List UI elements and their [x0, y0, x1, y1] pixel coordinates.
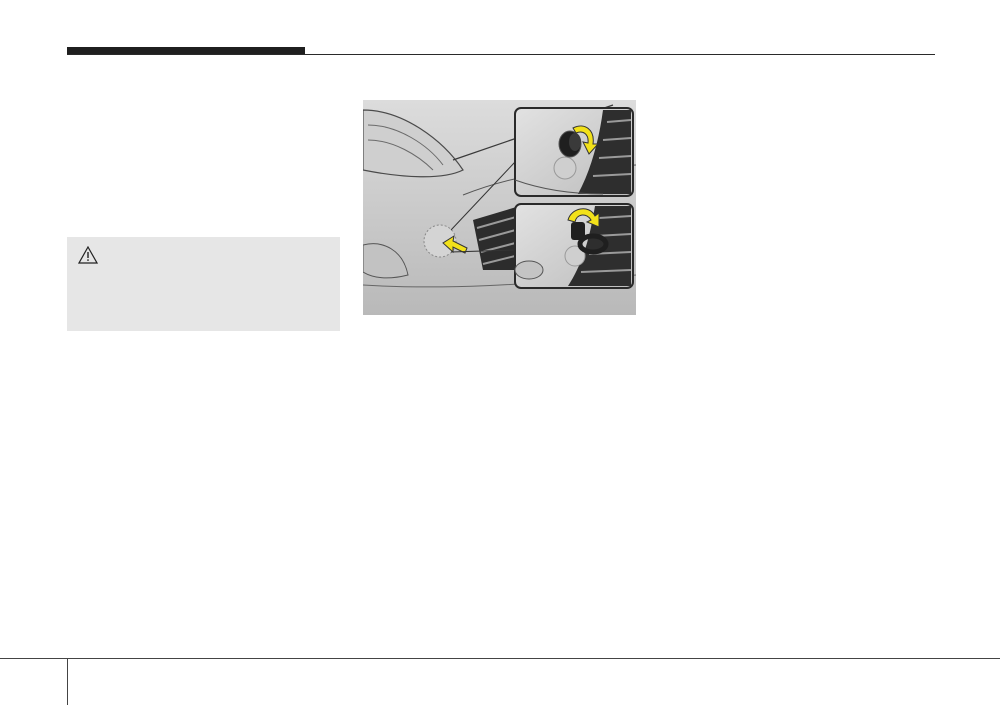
rotate-arrow-icon — [572, 125, 600, 155]
header-rule — [67, 54, 935, 55]
tow-hook-eye — [571, 222, 609, 255]
footer-rule — [0, 658, 1000, 659]
headlight-line — [367, 124, 444, 166]
footer-divider — [67, 658, 68, 705]
tow-hook-figure — [363, 100, 636, 315]
tow-hook-cover — [423, 224, 457, 258]
warning-box — [67, 237, 340, 331]
inset-remove-cover — [514, 107, 634, 197]
rotate-arrow-icon — [567, 208, 600, 228]
inset-install-hook — [514, 203, 634, 289]
warning-triangle-icon — [78, 246, 98, 264]
tow-hook-illustration — [363, 100, 636, 315]
header-rule-thick — [67, 47, 305, 54]
leader-line — [450, 249, 516, 253]
fog-lamp — [363, 243, 409, 279]
headlight — [363, 109, 464, 178]
headlight-line — [367, 139, 434, 171]
leader-line — [450, 161, 516, 231]
